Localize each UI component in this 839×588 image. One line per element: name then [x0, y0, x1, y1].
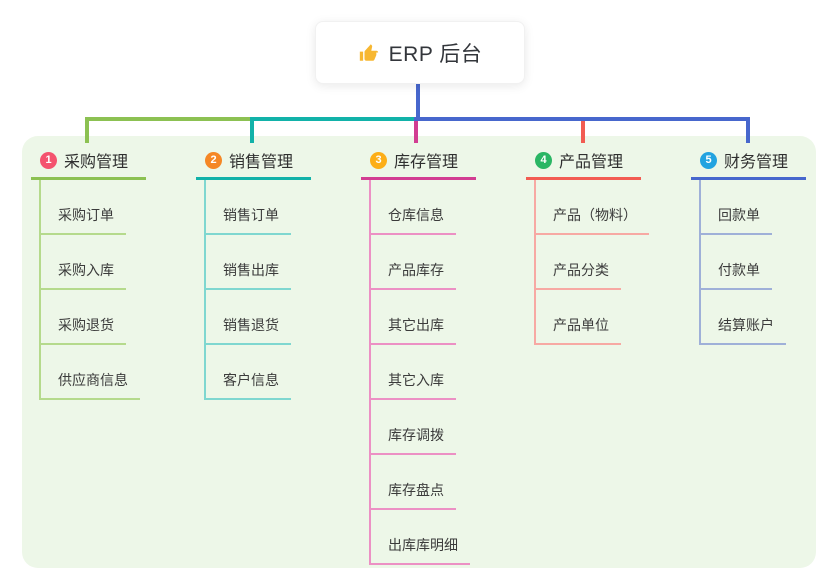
priority-badge: 2 [205, 151, 222, 169]
subtopic-item[interactable]: 回款单 [701, 180, 772, 235]
subtopic-item[interactable]: 采购退货 [41, 290, 126, 345]
subtopic-list: 回款单付款单结算账户 [699, 180, 806, 345]
subtopic-label: 回款单 [718, 207, 760, 223]
subtopic-item[interactable]: 出库库明细 [371, 510, 470, 565]
priority-badge: 1 [40, 151, 57, 169]
subtopic-label: 产品单位 [553, 317, 609, 333]
subtopic-label: 付款单 [718, 262, 760, 278]
subtopic-item[interactable]: 销售退货 [206, 290, 291, 345]
root-topic[interactable]: ERP 后台 [315, 21, 525, 84]
subtopic-item[interactable]: 付款单 [701, 235, 772, 290]
subtopic-item[interactable]: 其它入库 [371, 345, 456, 400]
subtopic-item[interactable]: 采购入库 [41, 235, 126, 290]
branch-topic[interactable]: 4 产品管理 [526, 143, 641, 180]
thumbs-up-icon [358, 42, 380, 64]
subtopic-label: 其它出库 [388, 317, 444, 333]
branch-title: 财务管理 [724, 154, 789, 171]
subtopic-list: 产品（物料） 产品分类产品单位 [534, 180, 649, 345]
subtopic-item[interactable]: 供应商信息 [41, 345, 140, 400]
branch-5: 5 财务管理回款单付款单结算账户 [691, 143, 806, 345]
subtopic-label: 其它入库 [388, 372, 444, 388]
connector-line [416, 82, 420, 119]
subtopic-label: 产品分类 [553, 262, 609, 278]
subtopic-label: 库存盘点 [388, 482, 444, 498]
subtopic-item[interactable]: 客户信息 [206, 345, 291, 400]
mindmap-canvas [22, 136, 816, 568]
subtopic-item[interactable]: 库存调拨 [371, 400, 456, 455]
connector-line [746, 117, 750, 143]
subtopic-list: 采购订单采购入库采购退货供应商信息 [39, 180, 146, 400]
branch-4: 4 产品管理产品（物料） 产品分类产品单位 [526, 143, 649, 345]
branch-1: 1 采购管理采购订单采购入库采购退货供应商信息 [31, 143, 146, 400]
subtopic-item[interactable]: 库存盘点 [371, 455, 456, 510]
root-title: ERP 后台 [388, 42, 483, 66]
subtopic-item[interactable]: 产品分类 [536, 235, 621, 290]
connector-line [85, 117, 89, 143]
branch-topic[interactable]: 3 库存管理 [361, 143, 476, 180]
subtopic-label: 供应商信息 [58, 372, 128, 388]
subtopic-label: 产品库存 [388, 262, 444, 278]
subtopic-item[interactable]: 采购订单 [41, 180, 126, 235]
branch-3: 3 库存管理仓库信息产品库存其它出库其它入库库存调拨库存盘点出库库明细 [361, 143, 476, 565]
branch-title: 采购管理 [64, 154, 129, 171]
subtopic-item[interactable]: 结算账户 [701, 290, 786, 345]
subtopic-label: 采购入库 [58, 262, 114, 278]
branch-topic[interactable]: 5 财务管理 [691, 143, 806, 180]
subtopic-label: 销售订单 [223, 207, 279, 223]
subtopic-label: 结算账户 [718, 317, 774, 333]
branch-title: 产品管理 [559, 154, 624, 171]
branch-title: 库存管理 [394, 154, 459, 171]
subtopic-item[interactable]: 产品库存 [371, 235, 456, 290]
connector-line [414, 117, 418, 143]
connector-line [85, 117, 254, 121]
subtopic-label: 库存调拨 [388, 427, 444, 443]
subtopic-label: 产品（物料） [553, 207, 637, 223]
branch-topic[interactable]: 1 采购管理 [31, 143, 146, 180]
subtopic-label: 采购订单 [58, 207, 114, 223]
subtopic-label: 销售退货 [223, 317, 279, 333]
subtopic-item[interactable]: 销售出库 [206, 235, 291, 290]
subtopic-label: 出库库明细 [388, 537, 458, 553]
subtopic-label: 采购退货 [58, 317, 114, 333]
subtopic-label: 仓库信息 [388, 207, 444, 223]
priority-badge: 3 [370, 151, 387, 169]
connector-line [250, 117, 418, 121]
connector-line [250, 117, 254, 143]
subtopic-item[interactable]: 仓库信息 [371, 180, 456, 235]
subtopic-item[interactable]: 其它出库 [371, 290, 456, 345]
subtopic-item[interactable]: 产品（物料） [536, 180, 649, 235]
priority-badge: 5 [700, 151, 717, 169]
branch-2: 2 销售管理销售订单销售出库销售退货客户信息 [196, 143, 311, 400]
branch-topic[interactable]: 2 销售管理 [196, 143, 311, 180]
subtopic-label: 销售出库 [223, 262, 279, 278]
connector-line [581, 117, 585, 143]
subtopic-list: 仓库信息产品库存其它出库其它入库库存调拨库存盘点出库库明细 [369, 180, 476, 565]
subtopic-item[interactable]: 产品单位 [536, 290, 621, 345]
priority-badge: 4 [535, 151, 552, 169]
connector-line [414, 117, 750, 121]
branch-title: 销售管理 [229, 154, 294, 171]
subtopic-label: 客户信息 [223, 372, 279, 388]
subtopic-item[interactable]: 销售订单 [206, 180, 291, 235]
subtopic-list: 销售订单销售出库销售退货客户信息 [204, 180, 311, 400]
